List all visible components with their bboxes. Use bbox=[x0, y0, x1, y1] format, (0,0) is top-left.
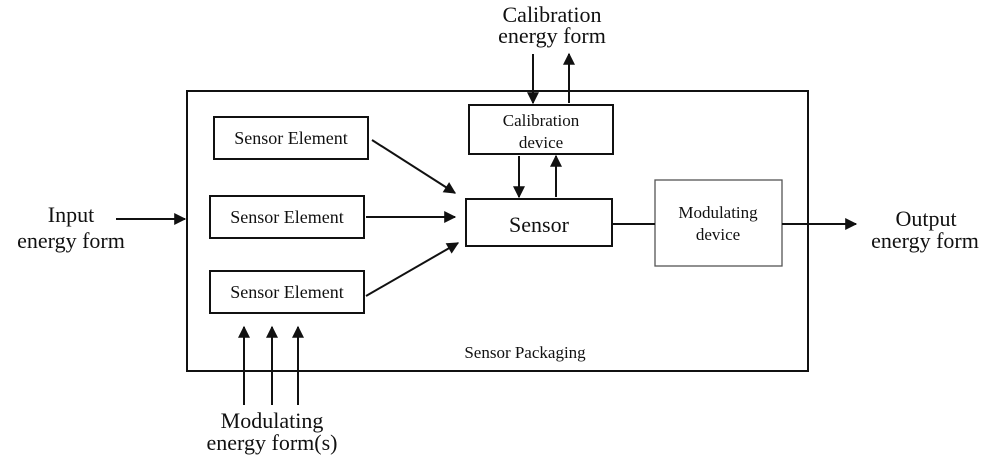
modulating-device-label-line2: device bbox=[696, 225, 740, 244]
modulating-energy-label-line2: energy form(s) bbox=[207, 430, 338, 455]
calibration-energy-label-line1: Calibration bbox=[503, 2, 602, 27]
sensor-packaging-label: Sensor Packaging bbox=[464, 343, 586, 362]
output-label-line2: energy form bbox=[871, 228, 979, 253]
sensor-element-label-3: Sensor Element bbox=[230, 282, 343, 302]
arrow-element1-to-sensor bbox=[371, 139, 457, 194]
sensor-element-label-2: Sensor Element bbox=[230, 207, 343, 227]
modulating-device-box bbox=[654, 179, 783, 267]
sensor-element-box-3 bbox=[209, 270, 365, 314]
modulating-energy-label-line1: Modulating bbox=[221, 408, 324, 433]
calibration-device-label-line1: Calibration bbox=[503, 111, 580, 130]
output-label-line1: Output bbox=[895, 206, 956, 231]
sensor-element-box-2 bbox=[209, 195, 365, 239]
arrow-element3-to-sensor bbox=[365, 242, 460, 297]
sensor-element-label-1: Sensor Element bbox=[234, 128, 347, 148]
sensor-box bbox=[465, 198, 613, 247]
sensor-packaging-frame bbox=[186, 90, 809, 372]
calibration-device-box bbox=[468, 104, 614, 155]
input-label-line1: Input bbox=[48, 202, 94, 227]
calibration-device-label-line2: device bbox=[519, 133, 563, 152]
input-label-line2: energy form bbox=[17, 228, 125, 253]
sensor-element-box-1 bbox=[213, 116, 369, 160]
calibration-energy-label-line2: energy form bbox=[498, 23, 606, 48]
modulating-device-label-line1: Modulating bbox=[678, 203, 758, 222]
sensor-label: Sensor bbox=[509, 212, 570, 237]
